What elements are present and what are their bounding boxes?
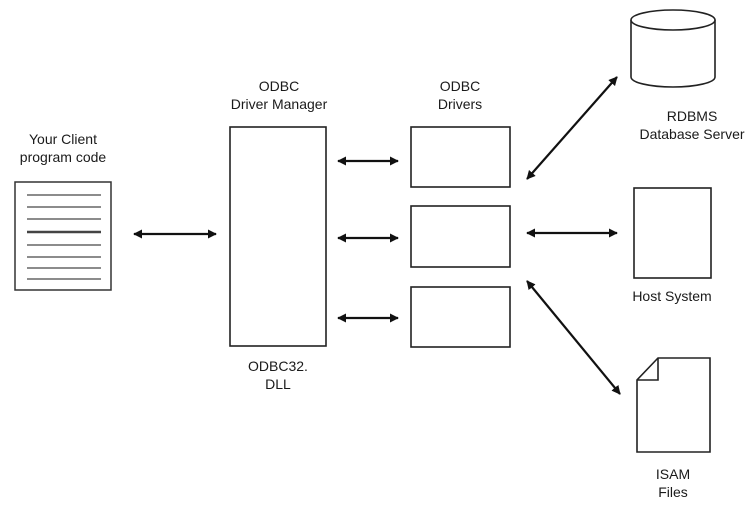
rdbms-label-line-1: RDBMS: [666, 108, 718, 124]
driver-manager-label-line-2: Driver Manager: [230, 96, 328, 112]
database-cylinder-icon: [630, 9, 716, 88]
isam-label-line-2: Files: [658, 484, 688, 500]
drivers-label-line-1: ODBC: [439, 78, 481, 94]
arrow-driver-rdbms: [526, 76, 618, 180]
client-label: Your Client program code: [20, 130, 106, 166]
host-system-icon: [633, 187, 712, 279]
dll-label: ODBC32. DLL: [248, 357, 308, 393]
driver-manager-label: ODBC Driver Manager: [231, 77, 327, 113]
driver-manager-label-line-1: ODBC: [258, 78, 300, 94]
document-file-icon: [636, 357, 711, 453]
driver-box-3: [410, 286, 511, 348]
host-label-line-1: Host System: [632, 288, 712, 304]
isam-label: ISAM Files: [656, 465, 690, 501]
driver-manager-box: [229, 126, 327, 347]
arrow-driver-isam: [526, 280, 621, 395]
client-document-icon: [14, 181, 112, 291]
drivers-label-line-2: Drivers: [437, 96, 483, 112]
host-label: Host System: [632, 287, 711, 305]
isam-label-line-1: ISAM: [655, 466, 691, 482]
drivers-label: ODBC Drivers: [438, 77, 482, 113]
client-label-line-1: Your Client: [29, 131, 97, 147]
driver-box-2: [410, 205, 511, 268]
rdbms-label-line-2: Database Server: [639, 126, 745, 142]
rdbms-label: RDBMS Database Server: [639, 107, 744, 143]
client-label-line-2: program code: [19, 149, 107, 165]
dll-label-line-2: DLL: [265, 376, 291, 392]
dll-label-line-1: ODBC32.: [248, 358, 308, 374]
driver-box-1: [410, 126, 511, 188]
